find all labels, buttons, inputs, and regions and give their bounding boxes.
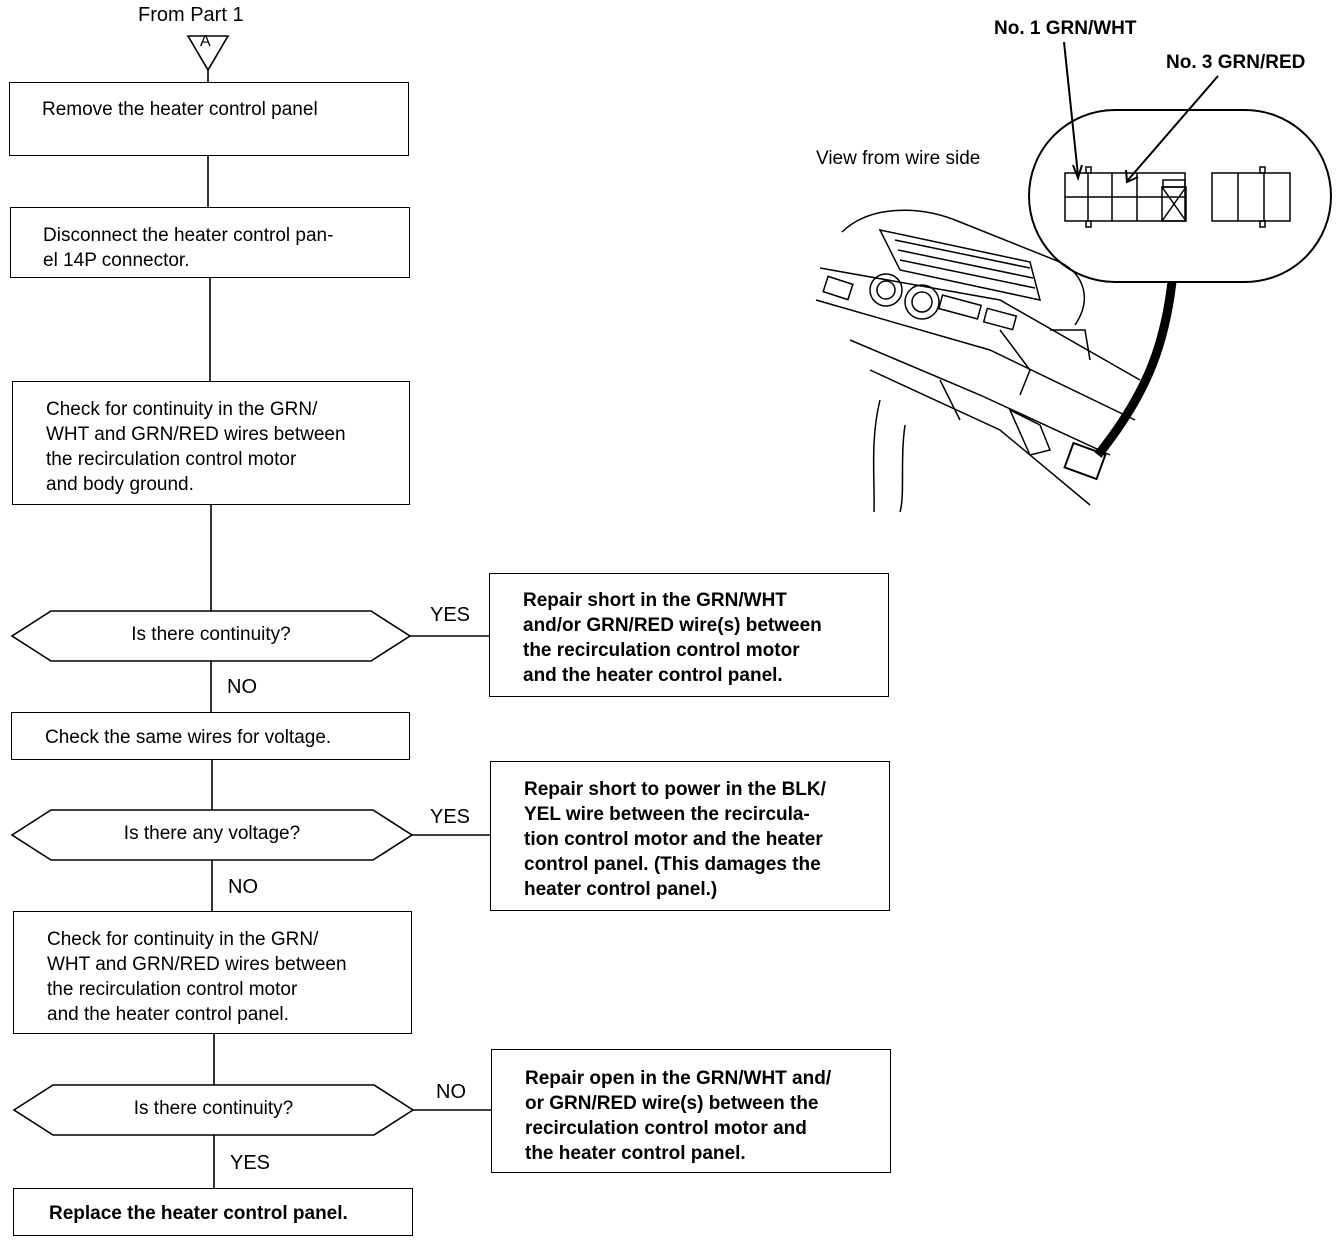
branch-d2-no: NO xyxy=(228,876,258,898)
decision-shape-2 xyxy=(10,809,414,861)
step-disconnect-connector: Disconnect the heater control pan- el 14… xyxy=(10,207,410,278)
step-remove-panel: Remove the heater control panel xyxy=(9,82,409,156)
entry-label: From Part 1 xyxy=(138,4,244,26)
result-repair-short-ground: Repair short in the GRN/WHT and/or GRN/R… xyxy=(489,573,889,697)
decision-shape-1 xyxy=(10,610,412,662)
branch-d3-no: NO xyxy=(436,1081,466,1103)
entry-marker-letter: A xyxy=(200,33,211,50)
branch-d1-no: NO xyxy=(227,676,257,698)
step-replace-panel: Replace the heater control panel. xyxy=(13,1188,413,1236)
step-check-voltage: Check the same wires for voltage. xyxy=(11,712,410,760)
branch-d3-yes: YES xyxy=(230,1152,271,1174)
step-check-ground: Check for continuity in the GRN/ WHT and… xyxy=(12,381,410,505)
decision-3-text: Is there continuity? xyxy=(133,1098,294,1119)
view-label: View from wire side xyxy=(816,148,981,169)
connector-oval xyxy=(1028,109,1332,283)
pin1-label: No. 1 GRN/WHT xyxy=(994,18,1137,39)
decision-2-text: Is there any voltage? xyxy=(123,823,301,844)
result-repair-open: Repair open in the GRN/WHT and/ or GRN/R… xyxy=(491,1049,891,1173)
step-check-panel-wires: Check for continuity in the GRN/ WHT and… xyxy=(13,911,412,1034)
connector-illustration xyxy=(815,41,1332,513)
entry-marker-icon xyxy=(186,35,230,72)
decision-1-text: Is there continuity? xyxy=(131,624,291,645)
branch-d1-yes: YES xyxy=(430,604,471,626)
decision-shape-3 xyxy=(12,1084,415,1136)
branch-d2-yes: YES xyxy=(430,806,471,828)
result-repair-short-power: Repair short to power in the BLK/ YEL wi… xyxy=(490,761,890,911)
pin3-label: No. 3 GRN/RED xyxy=(1166,52,1306,73)
